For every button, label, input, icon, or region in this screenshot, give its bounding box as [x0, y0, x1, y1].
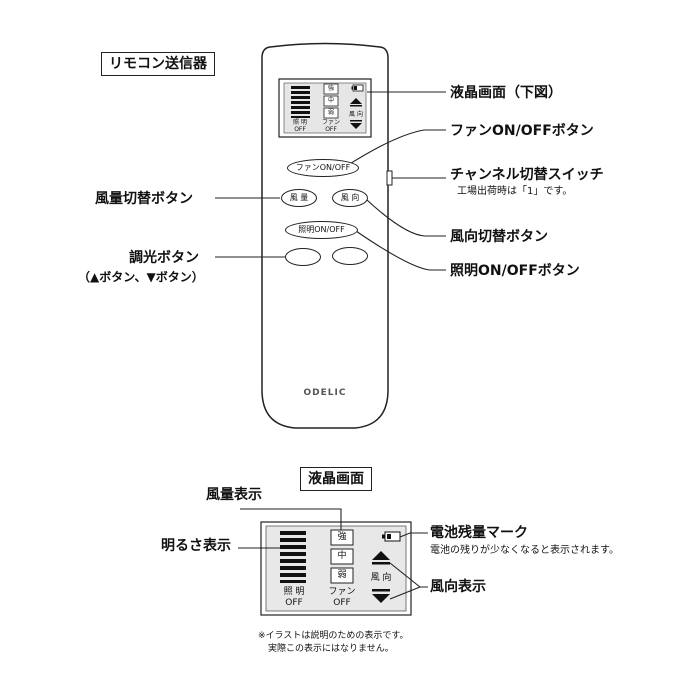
callout-brightness-display: 明るさ表示	[161, 538, 231, 554]
mini-light-off-label-2: OFF	[294, 126, 306, 133]
mini-brightness-bars	[291, 86, 310, 118]
mini-direction-down-icon	[350, 120, 362, 129]
callout-direction-display: 風向表示	[430, 579, 486, 595]
mini-direction-label: 風 向	[349, 111, 363, 118]
lcd-fan-off-label-2: OFF	[333, 598, 351, 608]
mini-fan-weak-label: 弱	[327, 109, 334, 116]
light-on-off-button[interactable]: 照明ON/OFF	[285, 221, 358, 239]
callout-channel-switch-note: 工場出荷時は「1」です。	[457, 186, 573, 197]
callout-light-on-off: 照明ON/OFFボタン	[450, 263, 580, 279]
lcd-fan-box-strong	[330, 529, 354, 546]
lcd-direction-down-icon	[372, 589, 390, 603]
footnote-line-2: 実際この表示にはなりません。	[268, 644, 394, 654]
mini-fan-box-strong	[323, 83, 339, 95]
mini-fan-strong-label: 強	[327, 85, 334, 92]
lcd-fan-mid-label: 中	[337, 551, 347, 561]
callout-channel-switch: チャンネル切替スイッチ	[450, 167, 604, 183]
mini-fan-off-label-1: ファン	[321, 119, 340, 126]
dim-down-button[interactable]	[332, 247, 368, 265]
callout-dimmer: 調光ボタン	[129, 250, 199, 266]
callout-battery-mark: 電池残量マーク	[430, 525, 528, 541]
callout-lcd-screen: 液晶画面（下図）	[450, 85, 562, 101]
fan-direction-button[interactable]: 風 向	[332, 189, 368, 207]
lcd-fan-box-weak	[330, 567, 354, 584]
mini-direction-up-icon	[350, 98, 362, 107]
channel-switch	[386, 170, 393, 186]
mini-fan-box-weak	[323, 107, 339, 119]
lcd-fan-weak-label: 弱	[337, 570, 347, 580]
fan-speed-button[interactable]: 風 量	[281, 189, 317, 207]
footnote-line-1: ※イラストは説明のための表示です。	[258, 631, 409, 641]
dim-up-button[interactable]	[285, 248, 321, 266]
lcd-section-title: 液晶画面	[300, 467, 372, 491]
mini-fan-off-label-2: OFF	[325, 126, 337, 133]
lcd-direction-up-icon	[372, 551, 390, 565]
lcd-light-off-label-2: OFF	[285, 598, 303, 608]
mini-fan-box-mid	[323, 95, 339, 107]
lcd-light-off-label-1: 照 明	[283, 587, 305, 597]
brand-logo: ODELIC	[303, 388, 347, 398]
lcd-battery-icon	[382, 531, 401, 542]
lcd-fan-strong-label: 強	[337, 532, 347, 542]
lcd-brightness-bars	[280, 531, 306, 583]
lcd-direction-label: 風 向	[370, 573, 392, 583]
remote-section-title: リモコン送信器	[101, 52, 215, 76]
mini-light-off-label-1: 照 明	[293, 119, 307, 126]
callout-fan-speed-display: 風量表示	[206, 487, 262, 503]
callout-battery-note: 電池の残りが少なくなると表示されます。	[430, 545, 619, 556]
fan-on-off-button[interactable]: ファンON/OFF	[287, 159, 359, 177]
callout-fan-on-off: ファンON/OFFボタン	[450, 123, 594, 139]
callout-dimmer-note: （▲ボタン、▼ボタン）	[78, 270, 204, 284]
lcd-fan-box-mid	[330, 548, 354, 565]
mini-fan-mid-label: 中	[327, 97, 334, 104]
lcd-fan-off-label-1: ファン	[328, 587, 356, 597]
callout-fan-speed: 風量切替ボタン	[95, 191, 193, 207]
callout-fan-direction: 風向切替ボタン	[450, 229, 548, 245]
